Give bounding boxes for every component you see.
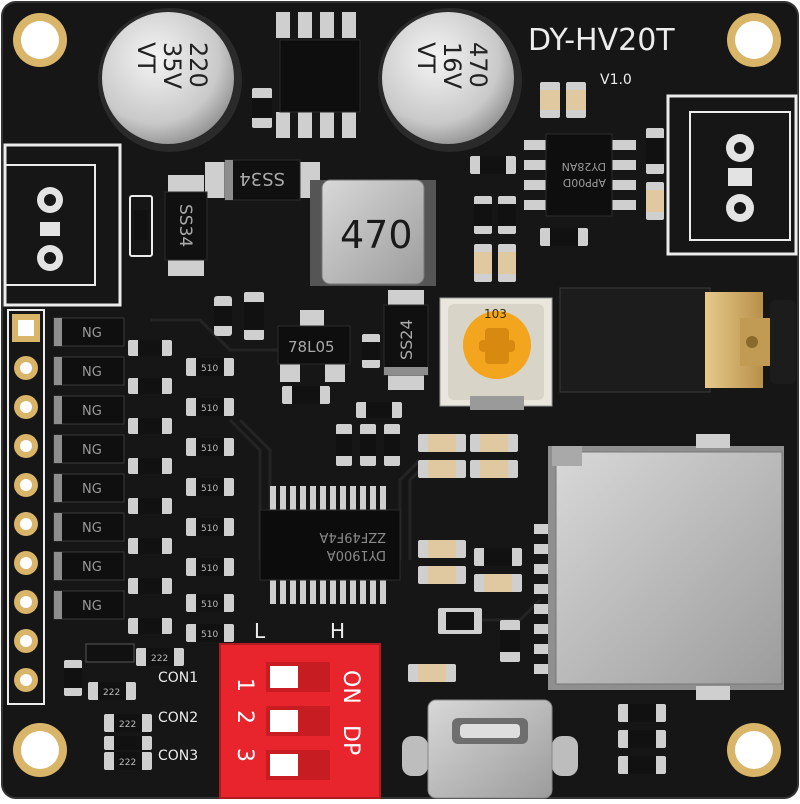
resistor-code: 510 — [201, 564, 218, 574]
ng-diode: NG — [53, 473, 125, 503]
ng-label: NG — [82, 443, 102, 458]
regulator-label: 78L05 — [288, 338, 335, 356]
ng-diode-column: NG NG NG NG NG NG NG NG — [53, 317, 125, 620]
resistor-code: 510 — [201, 484, 218, 494]
resistor: 510 — [186, 438, 234, 456]
dip-switch[interactable]: 1 2 3 ON DP — [219, 643, 381, 799]
amp-chip-line2: DY28AN — [562, 160, 606, 173]
audio-jack-3-5mm[interactable] — [559, 287, 796, 393]
con1-label: CON1 — [158, 670, 198, 686]
ng-label: NG — [82, 365, 102, 380]
dip-position-2: 2 — [232, 710, 257, 724]
bottom-left-resistors: 222 222 222 222 — [64, 643, 184, 770]
ng-label: NG — [82, 482, 102, 497]
potentiometer-label: 103 — [484, 307, 507, 321]
inductor-470: 470 — [310, 179, 436, 286]
resistor: 510 — [186, 478, 234, 496]
diode-ss34-horizontal: SS34 — [205, 159, 320, 201]
capacitor-1-value: 220 — [184, 42, 212, 88]
smd-components-middle — [129, 82, 664, 682]
capacitor-470uf: 470 16V VT — [378, 8, 522, 152]
main-chip-line2: ZZF49F4A — [319, 529, 386, 544]
board-model-label: DY-HV20T — [528, 23, 675, 58]
resistor: 222 — [136, 648, 184, 666]
dip-switch-2-toggle[interactable] — [270, 710, 298, 732]
ng-label: NG — [82, 404, 102, 419]
resistor: 222 — [88, 682, 136, 700]
resistor: 510 — [186, 594, 234, 612]
dip-on-label: ON — [338, 670, 363, 704]
resistor: 222 — [104, 714, 152, 732]
ng-label: NG — [82, 326, 102, 341]
diode-3-label: SS24 — [397, 319, 416, 360]
dip-switch-1-toggle[interactable] — [270, 666, 298, 688]
micro-usb-port[interactable] — [402, 699, 578, 799]
resistor: 510 — [186, 518, 234, 536]
smd-resistor-column-2: 510 510 510 510 510 510 510 510 — [186, 358, 234, 642]
ng-diode: NG — [53, 551, 125, 581]
regulator-78l05: 78L05 — [277, 310, 351, 382]
resistor-code: 222 — [119, 758, 136, 768]
left-screw-terminal — [3, 143, 122, 307]
resistor-code: 222 — [151, 654, 168, 664]
ng-diode: NG — [53, 434, 125, 464]
capacitor-2-voltage: 16V — [438, 42, 466, 90]
ng-label: NG — [82, 599, 102, 614]
capacitor-220uf: 220 35V VT — [98, 8, 242, 152]
board-version-label: V1.0 — [600, 72, 632, 88]
resistor-code: 222 — [103, 688, 120, 698]
dip-position-1: 1 — [232, 678, 257, 692]
resistor-code: 510 — [201, 524, 218, 534]
con2-label: CON2 — [158, 710, 198, 726]
ng-label: NG — [82, 560, 102, 575]
diode-ss24: SS24 — [383, 290, 429, 390]
ng-diode: NG — [53, 356, 125, 386]
dip-position-3: 3 — [232, 748, 257, 762]
resistor-code: 510 — [201, 404, 218, 414]
mounting-holes — [13, 13, 781, 777]
resistor: 222 — [104, 752, 152, 770]
bottom-right-smd — [618, 704, 666, 774]
resistor: 510 — [186, 558, 234, 576]
micro-sd-card-slot[interactable] — [534, 434, 784, 700]
amp-chip-line1: APP00D — [563, 176, 606, 189]
capacitor-1-suffix: VT — [132, 42, 160, 73]
main-chip-line1: DY1900A — [327, 547, 386, 562]
resistor-code: 510 — [201, 600, 218, 610]
smd-resistor-column-1-body — [138, 340, 162, 634]
con3-label: CON3 — [158, 748, 198, 764]
inductor-label: 470 — [340, 213, 413, 257]
dip-dp-label: DP — [338, 725, 363, 755]
potentiometer-103[interactable]: 103 — [439, 297, 553, 410]
ng-diode: NG — [53, 317, 125, 347]
right-screw-terminal — [666, 94, 798, 256]
main-chip-dy1900a: DY1900A ZZF49F4A — [259, 486, 401, 604]
resistor-code: 222 — [119, 720, 136, 730]
sop8-chip-top — [276, 12, 361, 138]
capacitor-2-suffix: VT — [412, 42, 440, 73]
dip-switch-3-toggle[interactable] — [270, 754, 298, 776]
diode-1-label: SS34 — [239, 168, 285, 189]
ng-diode: NG — [53, 512, 125, 542]
ng-label: NG — [82, 521, 102, 536]
amplifier-chip: APP00D DY28AN — [524, 133, 636, 217]
capacitor-1-voltage: 35V — [158, 42, 186, 90]
ng-diode: NG — [53, 590, 125, 620]
resistor-code: 510 — [201, 630, 218, 640]
diode-ss34-vertical: SS34 — [164, 175, 208, 276]
pin-header-left[interactable] — [7, 309, 45, 705]
resistor: 510 — [186, 398, 234, 416]
diode-2-label: SS34 — [175, 204, 195, 247]
capacitor-2-value: 470 — [464, 42, 492, 88]
switch-label-l: L — [254, 619, 266, 643]
resistor: 510 — [186, 624, 234, 642]
ng-diode: NG — [53, 395, 125, 425]
resistor: 510 — [186, 358, 234, 376]
resistor-code: 510 — [201, 444, 218, 454]
switch-label-h: H — [330, 619, 345, 643]
resistor-code: 510 — [201, 364, 218, 374]
